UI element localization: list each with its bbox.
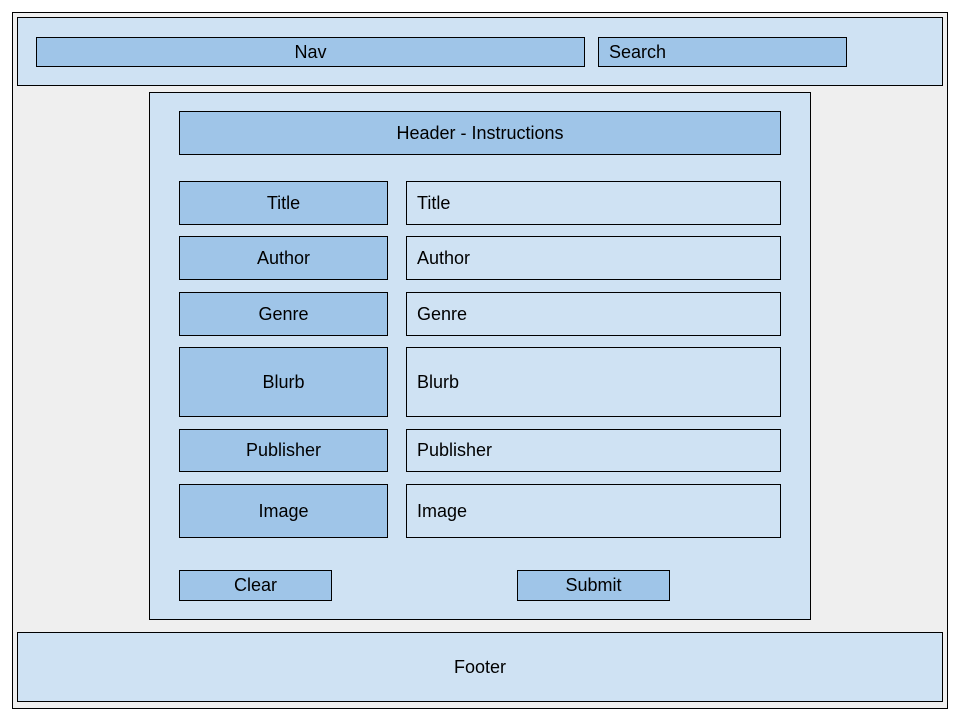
genre-label-text: Genre — [258, 303, 309, 324]
title-label-text: Title — [266, 192, 301, 213]
blurb-label: Blurb — [179, 347, 388, 417]
author-label: Author — [179, 236, 388, 280]
submit-button[interactable]: Submit — [517, 570, 670, 601]
search-label: Search — [609, 41, 667, 62]
image-field-text: Image — [417, 500, 468, 521]
genre-field-text: Genre — [417, 303, 468, 324]
publisher-label-text: Publisher — [245, 440, 322, 460]
blurb-field-text: Blurb — [417, 371, 460, 392]
footer: Footer — [17, 632, 943, 702]
author-field[interactable]: Author — [406, 236, 781, 280]
footer-label: Footer — [453, 656, 507, 677]
clear-button[interactable]: Clear — [179, 570, 332, 601]
title-field[interactable]: Title — [406, 181, 781, 225]
publisher-field[interactable]: Publisher — [406, 429, 781, 472]
instructions-header: Header - Instructions — [179, 111, 781, 155]
image-field[interactable]: Image — [406, 484, 781, 538]
publisher-field-text: Publisher — [417, 440, 493, 460]
search-box[interactable]: Search — [598, 37, 847, 67]
clear-button-label: Clear — [233, 575, 277, 595]
blurb-field[interactable]: Blurb — [406, 347, 781, 417]
author-field-text: Author — [417, 247, 471, 268]
genre-label: Genre — [179, 292, 388, 336]
instructions-text: Header - Instructions — [396, 122, 564, 143]
submit-button-label: Submit — [565, 575, 622, 595]
title-field-text: Title — [417, 192, 451, 213]
image-label-text: Image — [258, 500, 309, 521]
blurb-label-text: Blurb — [262, 371, 305, 392]
author-label-text: Author — [256, 247, 311, 268]
nav-bar[interactable]: Nav — [36, 37, 585, 67]
title-label: Title — [179, 181, 388, 225]
publisher-label: Publisher — [179, 429, 388, 472]
nav-label: Nav — [294, 41, 327, 62]
image-label: Image — [179, 484, 388, 538]
genre-field[interactable]: Genre — [406, 292, 781, 336]
